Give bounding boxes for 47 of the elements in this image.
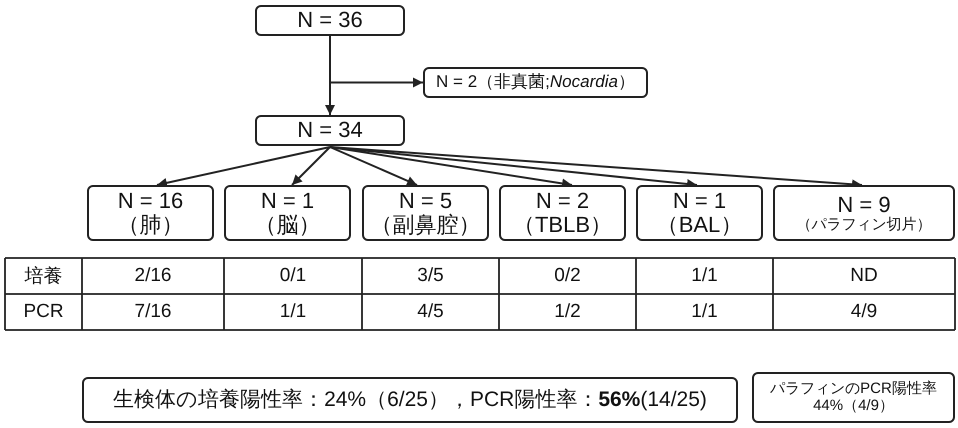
count-box: [224, 185, 351, 241]
summary-box: [752, 372, 955, 423]
table-value: 0/2: [554, 265, 581, 287]
table-value: 1/1: [691, 301, 718, 323]
count-text: N = 5: [398, 188, 452, 213]
site-text: （パラフィン切片）: [796, 216, 932, 234]
table-value: 1/1: [691, 265, 718, 287]
site-text: （脳）: [254, 213, 320, 238]
count-text: N = 34: [297, 118, 363, 143]
count-text: N = 2（非真菌;Nocardia）: [436, 73, 635, 92]
table-value: 4/9: [850, 301, 878, 323]
count-text: N = 36: [297, 8, 363, 33]
count-box: [255, 115, 405, 146]
count-box: [499, 185, 626, 241]
table-value: 2/16: [134, 265, 172, 287]
count-box: [773, 185, 955, 241]
count-text: 生検体の培養陽性率：24%（6/25），PCR陽性率：56%(14/25): [113, 388, 707, 412]
count-box: [636, 185, 763, 241]
table-value: 7/16: [134, 301, 172, 323]
count-text: N = 1: [260, 188, 314, 213]
table-value: 0/1: [280, 265, 306, 287]
count-text: パラフィンのPCR陽性率: [770, 381, 937, 398]
table-value: 4/5: [417, 301, 444, 323]
arrow: [329, 36, 423, 88]
site-text: （TBLB）: [512, 213, 612, 238]
count-box: [423, 67, 648, 98]
row-header: 培養: [24, 265, 62, 289]
count-text: N = 9: [837, 192, 891, 217]
summary-box: [82, 377, 738, 423]
count-box: [87, 185, 214, 241]
table-value: 3/5: [417, 265, 444, 287]
table-value: ND: [850, 265, 878, 287]
site-text: （副鼻腔）: [370, 213, 480, 238]
count-text: N = 2: [536, 188, 590, 213]
table-value: 1/2: [554, 301, 581, 323]
row-header: PCR: [23, 301, 64, 323]
site-text: （肺）: [118, 213, 184, 238]
table-value: 1/1: [280, 301, 306, 323]
count-text: N = 1: [672, 188, 726, 213]
count-box: [255, 5, 405, 36]
site-text: 44%（4/9）: [813, 398, 894, 414]
arrow: [291, 146, 331, 186]
count-box: [362, 185, 489, 241]
arrow: [156, 146, 330, 188]
count-text: N = 16: [118, 188, 184, 213]
arrow: [330, 146, 418, 186]
site-text: （BAL）: [656, 213, 742, 238]
